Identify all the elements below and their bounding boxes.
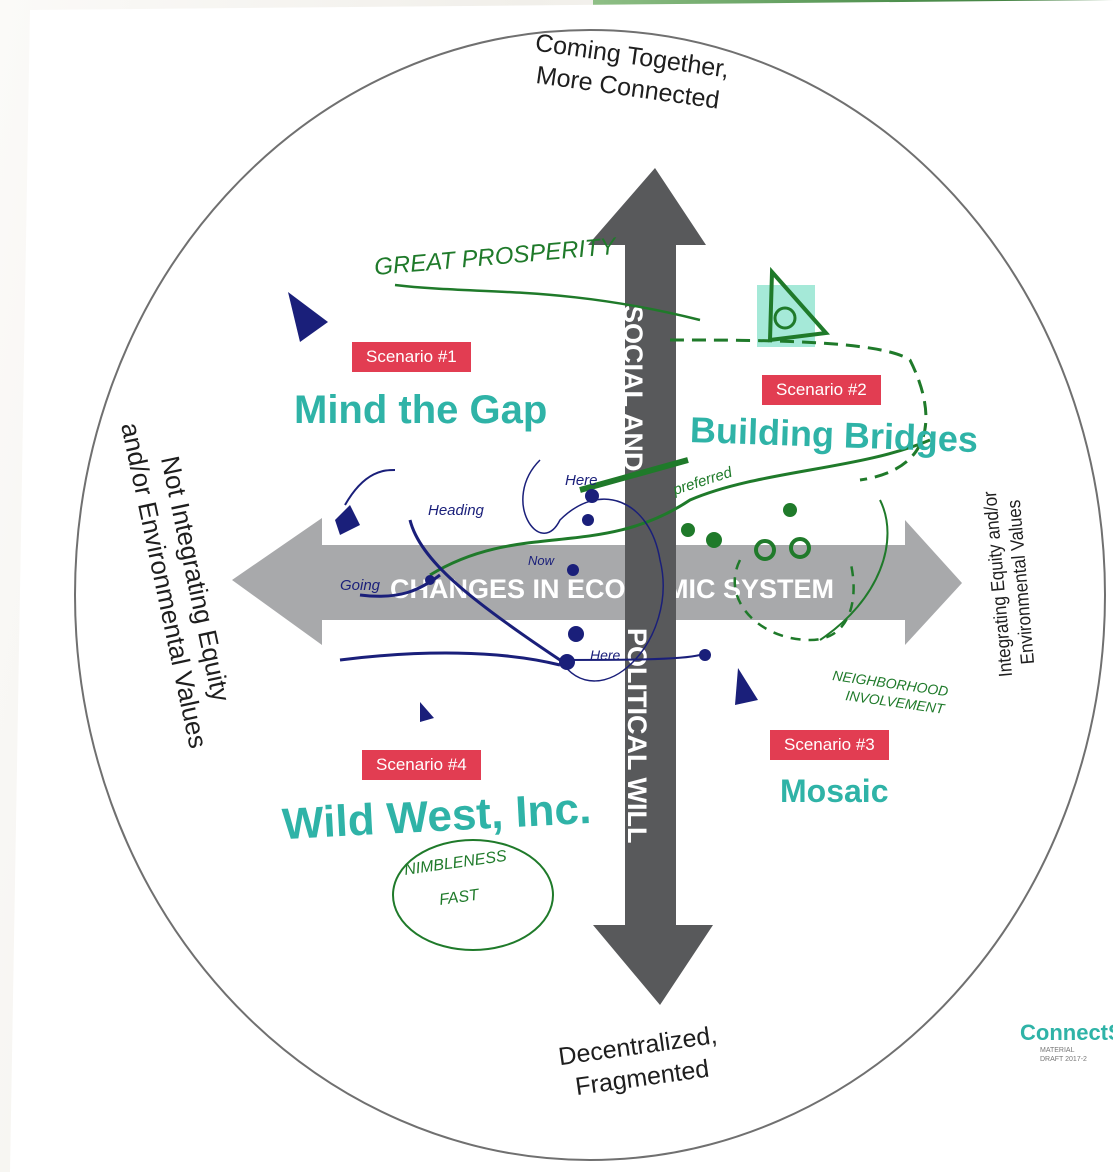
blue-dot (568, 626, 584, 642)
blue-arrow-stroke (408, 519, 561, 662)
blue-triangle-marker (288, 292, 328, 342)
vertical-axis-label-top: SOCIAL AND (618, 305, 648, 472)
blue-triangle-marker (420, 702, 434, 722)
green-bold-stroke (579, 457, 689, 493)
handwritten-now: Now (528, 553, 556, 568)
blue-dot (585, 489, 599, 503)
logo-subtext: MATERIAL DRAFT 2017-2 (1040, 1046, 1087, 1064)
handwritten-here: Here (590, 647, 621, 663)
green-dot (754, 539, 776, 561)
blue-arrow-stroke (344, 469, 396, 506)
vertical-axis-label-bottom: POLITICAL WILL (622, 628, 652, 843)
green-triangle-drawing (767, 266, 831, 343)
green-arrow-stroke (819, 499, 889, 641)
blue-dot (559, 654, 575, 670)
handwritten-here: Here (565, 472, 598, 489)
blue-arrow-stroke (559, 654, 701, 661)
logo-subtext-line2: DRAFT 2017-2 (1040, 1056, 1087, 1063)
scenario-1-badge: Scenario #1 (352, 342, 471, 372)
green-dot (706, 532, 722, 548)
blue-dot (582, 514, 594, 526)
blue-dot (567, 564, 579, 576)
horizontal-axis-label: CHANGES IN ECONOMIC SYSTEM (390, 574, 834, 604)
blue-triangle-marker (735, 668, 758, 705)
scenario-circle (74, 29, 1106, 1161)
green-arrow-stroke (394, 283, 701, 322)
blue-loop-stroke (522, 459, 664, 682)
connect-logo: ConnectS (1020, 1020, 1113, 1045)
handwritten-fast: FAST (438, 886, 481, 909)
green-dashed-stroke (733, 559, 855, 642)
green-dot (681, 523, 695, 537)
scenario-3-title: Mosaic (780, 773, 889, 809)
logo-subtext-line1: MATERIAL (1040, 1047, 1075, 1054)
handwritten-heading: Heading (428, 502, 485, 519)
green-dashed-stroke (669, 338, 928, 482)
vertical-axis-arrow (588, 168, 713, 1005)
green-circle-drawing (392, 839, 554, 951)
handwritten-going: Going (340, 577, 381, 594)
blue-arrow-stroke (339, 651, 561, 667)
scenario-2-badge: Scenario #2 (762, 375, 881, 405)
scenario-1-title: Mind the Gap (294, 388, 548, 432)
green-arrow-stroke (429, 438, 931, 577)
green-dot (783, 503, 797, 517)
scenario-3-badge: Scenario #3 (770, 730, 889, 760)
green-dot (789, 537, 811, 559)
scenario-4-badge: Scenario #4 (362, 750, 481, 780)
blue-dot (699, 649, 711, 661)
horizontal-axis-arrow (232, 518, 962, 645)
green-circle-drawing (773, 306, 797, 330)
star-icon (335, 505, 360, 535)
blue-dot (425, 575, 435, 585)
